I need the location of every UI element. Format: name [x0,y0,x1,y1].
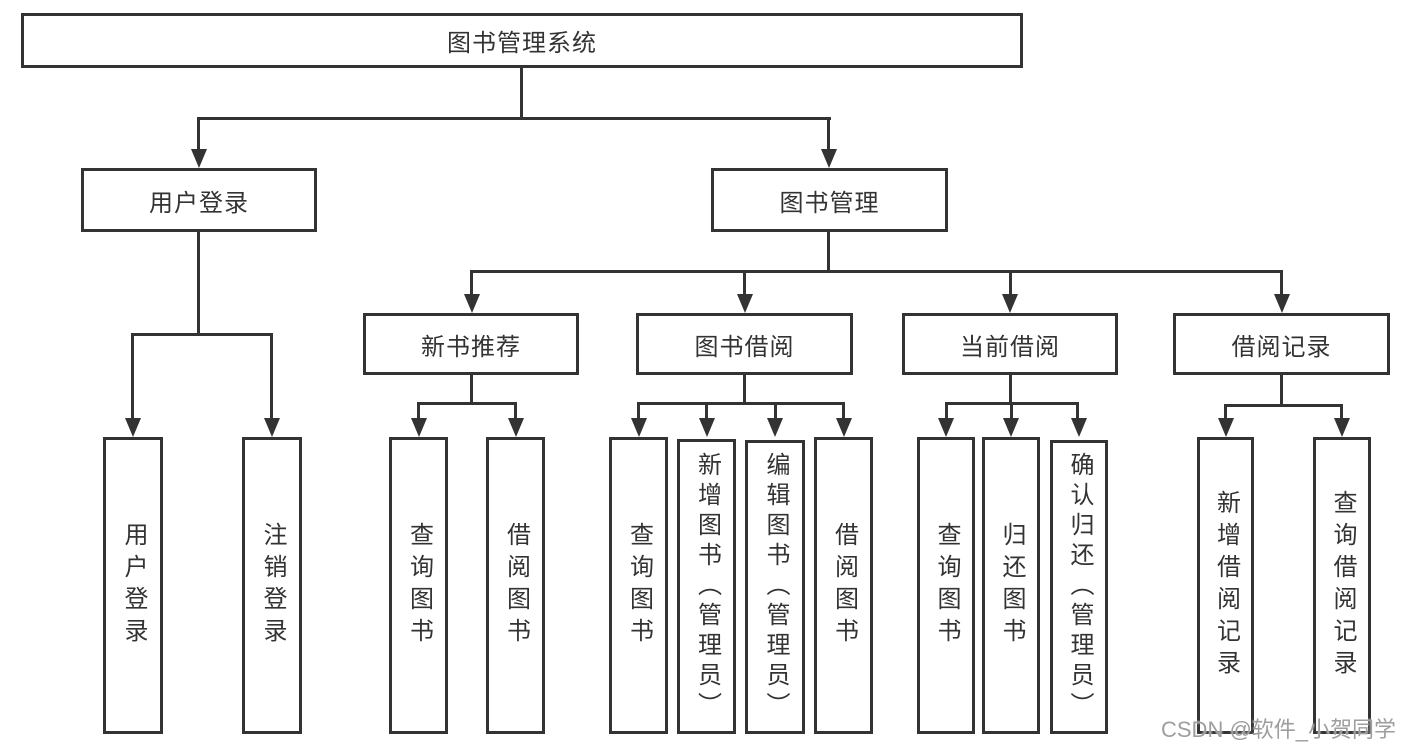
csdn-watermark: CSDN @软件_小贺同学 [1161,717,1397,742]
node-label: 图书管理系统 [447,30,597,57]
connector-line [1224,404,1227,422]
connector-to-book-management [827,117,830,153]
connector-recommend-split [417,402,517,405]
connector-to-book-borrowing [743,270,746,298]
arrow-down-icon [1218,418,1234,437]
arrow-down-icon [821,149,837,168]
leaf-add-borrow-record: 新增借阅记录 [1197,437,1254,734]
connector-book-management-stem [827,232,830,273]
node-new-book-recommendation: 新书推荐 [363,313,579,375]
arrow-down-icon [1274,294,1290,313]
leaf-label: 用户登录 [120,521,147,650]
connector-line [945,402,948,422]
connector-recommend-stem [470,375,473,405]
leaf-add-book-admin: 新增图书（管理员） [677,439,736,734]
node-library-management-system: 图书管理系统 [21,13,1023,68]
connector-line [1340,404,1343,422]
arrow-down-icon [836,418,852,437]
connector-line [514,402,517,422]
leaf-label: 查询图书 [625,521,653,650]
connector-borrowing-stem [743,375,746,405]
leaf-borrow-books-borrow: 借阅图书 [814,437,873,734]
connector-line [1010,402,1013,422]
arrow-down-icon [264,418,280,437]
node-label: 当前借阅 [960,333,1060,361]
connector-line [637,402,640,422]
node-book-management: 图书管理 [711,168,948,232]
arrow-down-icon [767,418,783,437]
leaf-label: 借阅图书 [502,521,530,650]
arrow-down-icon [464,294,480,313]
leaf-label: 注销登录 [259,521,286,650]
node-label: 图书借阅 [694,333,795,361]
arrow-down-icon [1071,418,1087,437]
leaf-return-book: 归还图书 [982,437,1040,734]
arrow-down-icon [737,294,753,313]
arrow-down-icon [699,418,715,437]
arrow-down-icon [411,418,427,437]
connector-root-stem [520,68,523,119]
leaf-query-books-recommend: 查询图书 [389,437,448,734]
arrow-down-icon [938,418,954,437]
connector-borrowing-split [637,402,845,405]
connector-to-leaf-user-login [131,333,134,422]
arrow-down-icon [1002,294,1018,313]
node-label: 用户登录 [149,189,249,217]
leaf-label: 查询图书 [405,521,433,650]
connector-book-management-split [470,270,1282,273]
connector-line [842,402,845,422]
node-user-login: 用户登录 [81,168,317,232]
connector-current-stem [1009,375,1012,405]
connector-records-split [1224,404,1343,407]
leaf-query-books-current: 查询图书 [917,437,975,734]
leaf-label: 借阅图书 [830,521,858,650]
leaf-label: 查询图书 [933,521,960,650]
connector-root-split [197,117,831,120]
connector-to-user-login [197,117,200,153]
node-borrowing-records: 借阅记录 [1173,313,1390,375]
node-current-borrowing: 当前借阅 [902,313,1118,375]
connector-line [774,402,777,422]
arrow-down-icon [1003,418,1019,437]
connector-line [705,402,708,422]
arrow-down-icon [191,149,207,168]
leaf-query-books-borrow: 查询图书 [609,437,668,734]
node-book-borrowing: 图书借阅 [636,313,853,375]
node-label: 新书推荐 [421,333,521,361]
connector-user-login-split [131,333,273,336]
leaf-label: 归还图书 [998,521,1025,650]
connector-records-stem [1280,375,1283,407]
arrow-down-icon [631,418,647,437]
connector-to-borrowing-records [1280,270,1283,298]
arrow-down-icon [508,418,524,437]
leaf-borrow-books-recommend: 借阅图书 [486,437,545,734]
connector-line [417,402,420,422]
node-label: 借阅记录 [1231,333,1332,361]
leaf-query-borrow-record: 查询借阅记录 [1313,437,1371,734]
leaf-label: 新增借阅记录 [1212,489,1240,682]
leaf-confirm-return-admin: 确认归还（管理员） [1050,440,1108,734]
connector-to-current-borrowing [1009,270,1012,298]
connector-user-login-stem [197,232,200,336]
arrow-down-icon [125,418,141,437]
leaf-user-login: 用户登录 [103,437,163,734]
leaf-edit-book-admin: 编辑图书（管理员） [745,440,805,734]
connector-to-leaf-logout [270,333,273,422]
leaf-label: 编辑图书（管理员） [762,452,789,722]
leaf-label: 查询借阅记录 [1329,489,1356,682]
leaf-logout: 注销登录 [242,437,302,734]
connector-line [1076,402,1079,422]
arrow-down-icon [1334,418,1350,437]
leaf-label: 新增图书（管理员） [693,451,721,722]
node-label: 图书管理 [779,189,880,217]
connector-to-new-book-recommendation [470,270,473,298]
leaf-label: 确认归还（管理员） [1066,452,1093,722]
